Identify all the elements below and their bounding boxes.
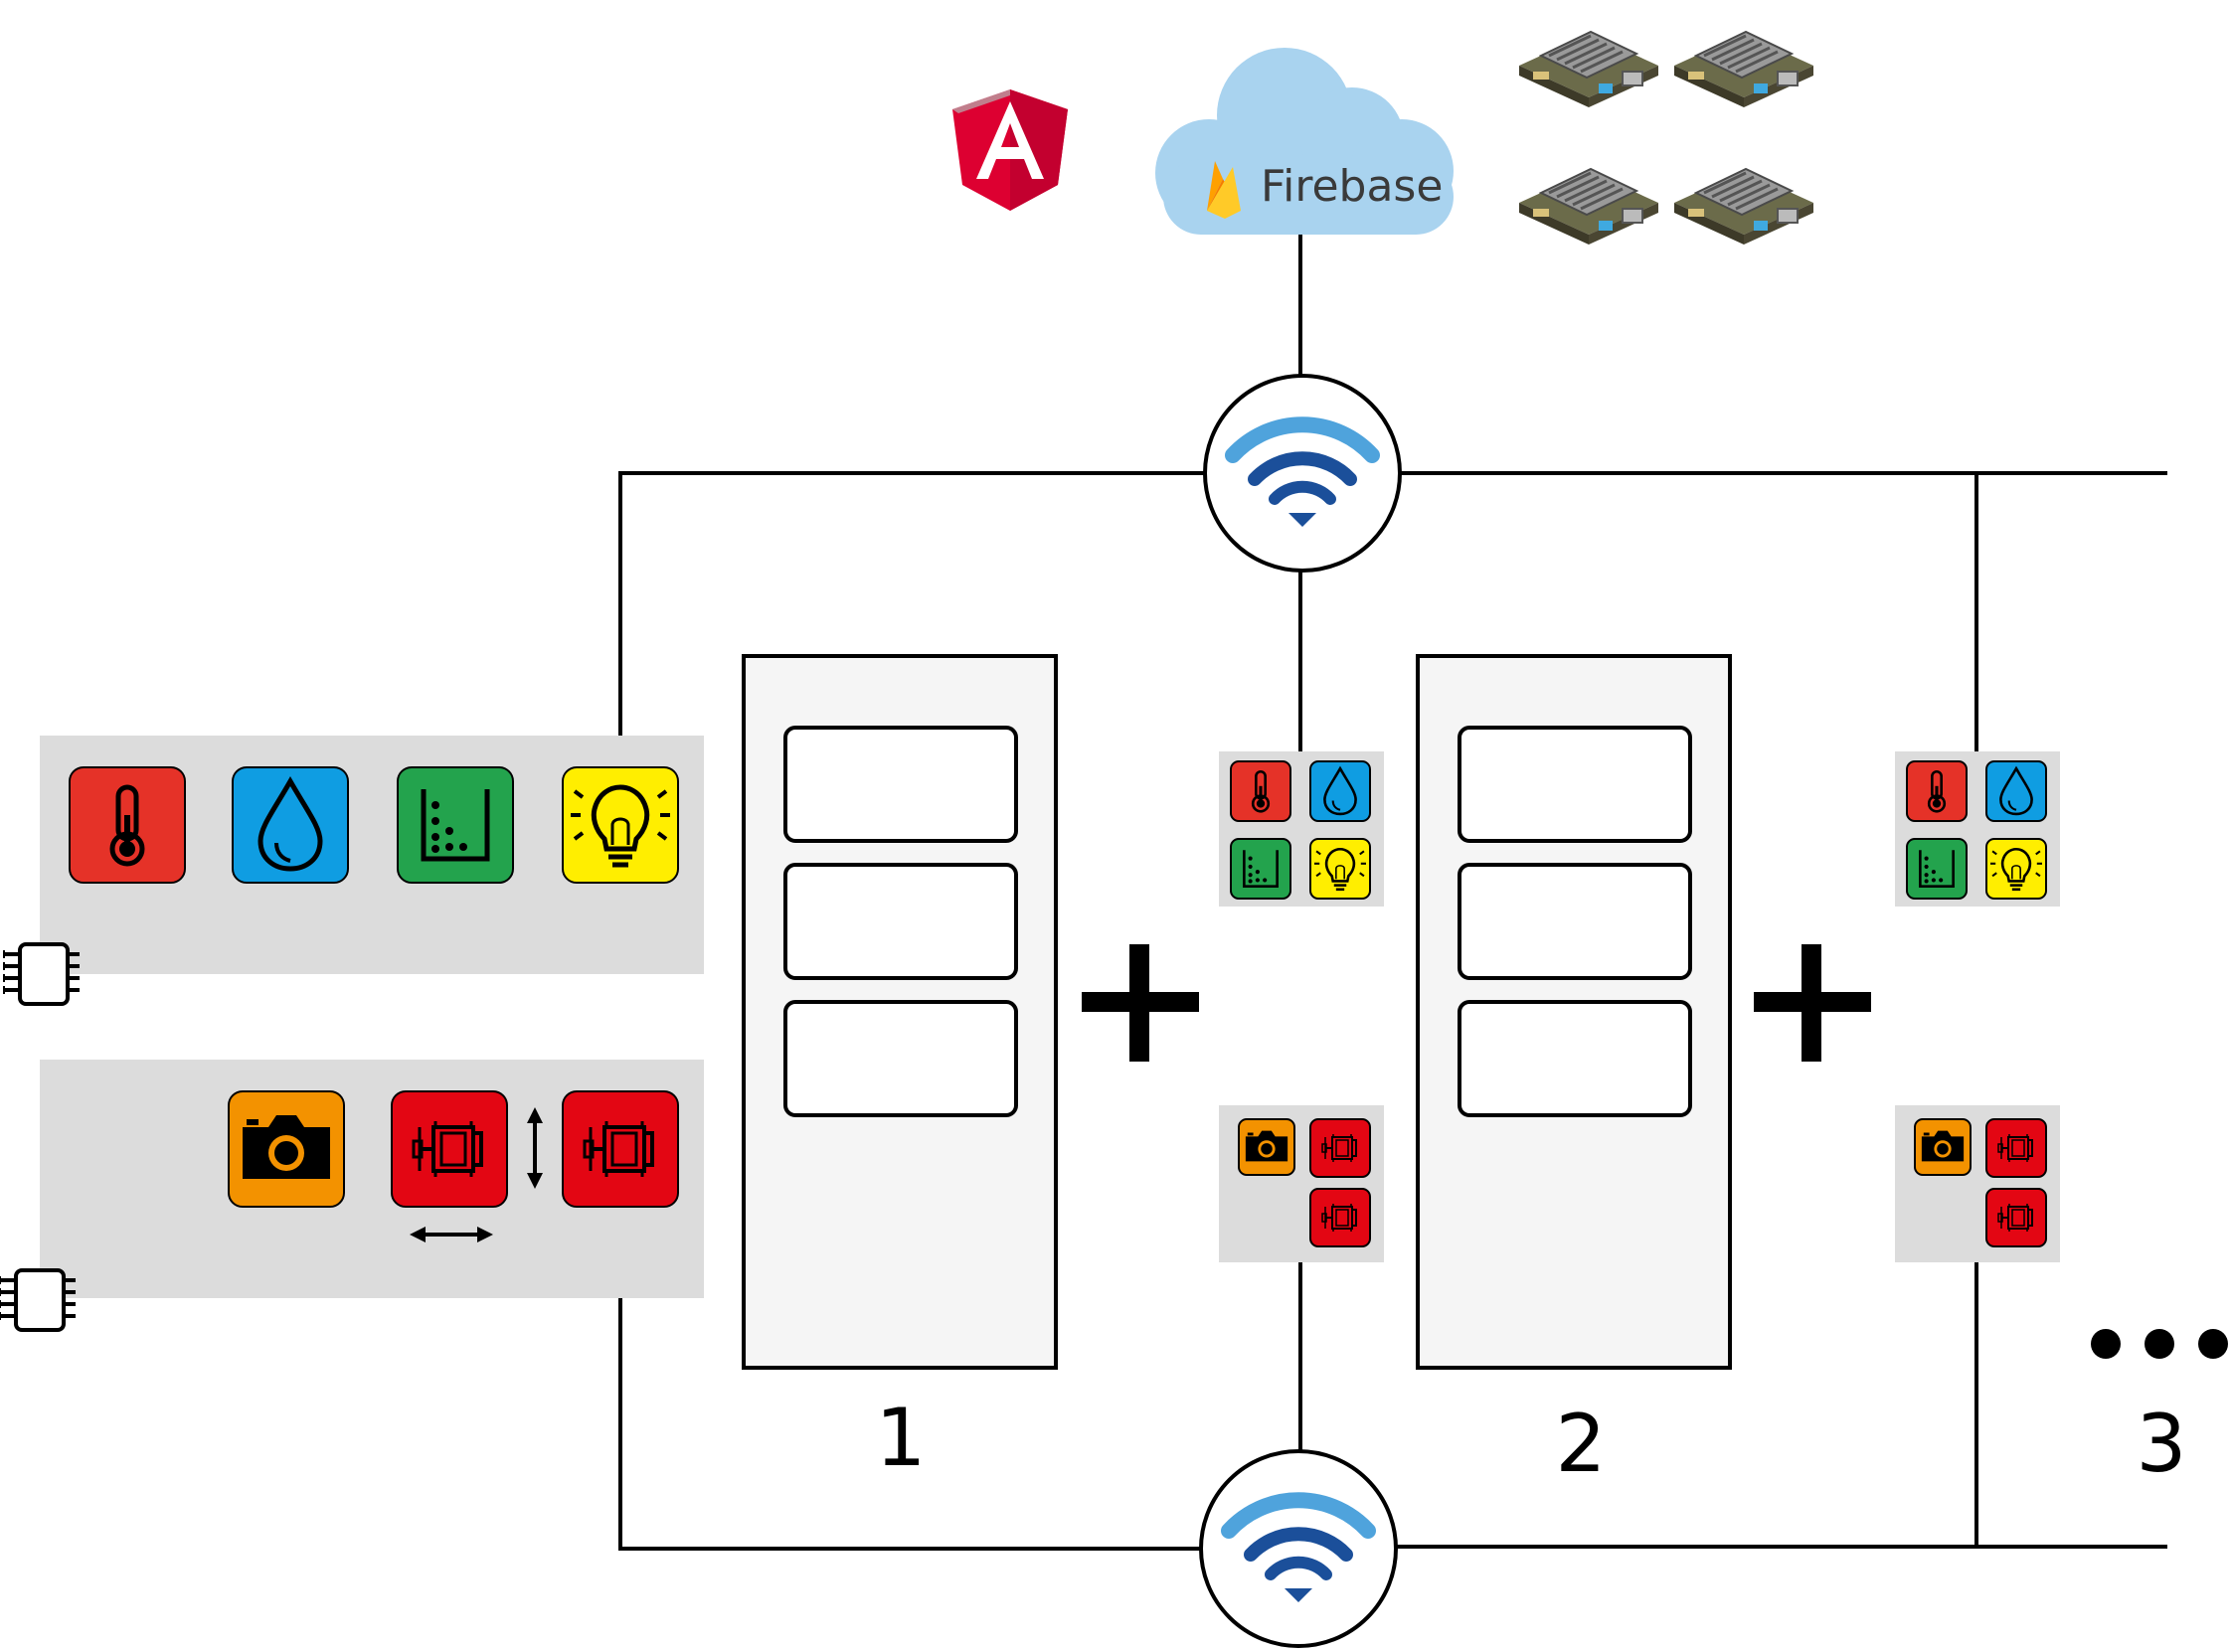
unit-2-actuator-panel (1895, 1105, 2060, 1262)
camera-tile (1914, 1118, 1972, 1176)
cabinet-1 (742, 654, 1058, 1370)
light-sensor-tile (1985, 838, 2047, 900)
camera-tile (228, 1090, 345, 1208)
horizontal-arrow-icon (410, 1227, 493, 1242)
humidity-sensor-tile (1309, 760, 1371, 822)
soil-sensor-tile (397, 766, 514, 884)
microcontroller-chip-icon (0, 1268, 78, 1332)
light-sensor-tile (1309, 838, 1371, 900)
unit-2-sensor-panel (1895, 751, 2060, 907)
vertical-motor-tile (562, 1090, 679, 1208)
network-lines (618, 233, 2167, 1551)
motor-tile (1985, 1118, 2047, 1178)
soil-sensor-tile (1906, 838, 1968, 900)
single-board-computer-icon (1517, 167, 1660, 247)
plus-icon (1082, 944, 1199, 1062)
soil-sensor-tile (1230, 838, 1291, 900)
thermometer-sensor-tile (69, 766, 186, 884)
top-bus-left (618, 471, 1205, 736)
thermometer-sensor-tile (1906, 760, 1968, 822)
cabinet-shelf (783, 1000, 1018, 1117)
plus-icon (1754, 944, 1871, 1062)
cabinet-3-label: 3 (2137, 1398, 2187, 1490)
firebase-cloud: Firebase (1155, 48, 1454, 235)
unit-1-actuator-panel (1219, 1105, 1384, 1262)
cabinet-shelf (783, 863, 1018, 980)
firebase-label: Firebase (1261, 161, 1443, 212)
cabinet-shelf (1458, 863, 1692, 980)
cabinet-shelf (1458, 1000, 1692, 1117)
angular-logo-icon (952, 89, 1068, 211)
camera-tile (1238, 1118, 1295, 1176)
motor-tile (1985, 1188, 2047, 1247)
unit-1-sensor-panel (1219, 751, 1384, 907)
humidity-sensor-tile (1985, 760, 2047, 822)
ellipsis-icon (2091, 1329, 2228, 1359)
wifi-hub-bottom (1199, 1449, 1398, 1648)
actuator-legend-panel (40, 1060, 704, 1298)
single-board-computer-icon (1517, 30, 1660, 109)
motor-tile (1309, 1188, 1371, 1247)
bottom-bus-left (618, 1298, 1201, 1551)
single-board-computer-icon (1672, 167, 1815, 247)
sensor-legend-panel (40, 736, 704, 974)
vertical-arrow-icon (527, 1107, 543, 1189)
cabinet-shelf (783, 726, 1018, 843)
cabinet-2-label: 2 (1556, 1398, 1607, 1490)
cabinet-1-label: 1 (876, 1392, 927, 1484)
microcontroller-chip-icon (2, 942, 82, 1006)
light-sensor-tile (562, 766, 679, 884)
cabinet-2 (1416, 654, 1732, 1370)
wifi-hub-top (1203, 374, 1402, 573)
cabinet-shelf (1458, 726, 1692, 843)
motor-tile (1309, 1118, 1371, 1178)
single-board-computers (1517, 30, 1815, 247)
thermometer-sensor-tile (1230, 760, 1291, 822)
horizontal-motor-tile (391, 1090, 508, 1208)
single-board-computer-icon (1672, 30, 1815, 109)
humidity-sensor-tile (232, 766, 349, 884)
